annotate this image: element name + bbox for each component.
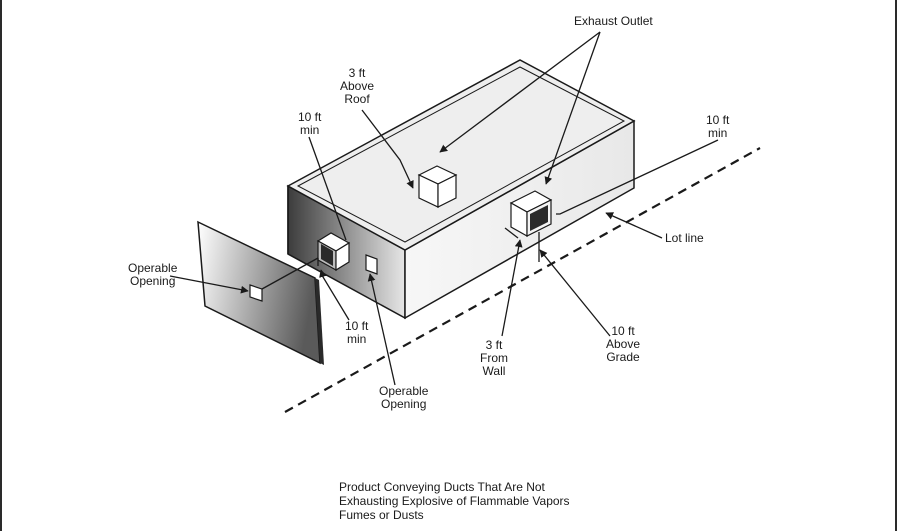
label-3ft-from-wall: 3 ft From Wall: [480, 338, 508, 378]
leader-lines: [169, 31, 719, 386]
left-border: [0, 0, 2, 531]
label-10ft-min-bottom: 10 ft min: [345, 319, 369, 346]
label-lot-line: Lot line: [665, 231, 704, 245]
dimension-10ft-min-panel: [261, 257, 319, 290]
panel-operable-opening: [249, 284, 263, 302]
building-roof: [286, 59, 636, 251]
roof-parapet: [296, 66, 626, 243]
diagram-caption: Product Conveying Ducts That Are Not Exh…: [339, 480, 570, 522]
right-border: [895, 0, 897, 531]
label-operable-opening-bottom: Operable Opening: [379, 384, 429, 411]
label-10ft-above-grade: 10 ft Above Grade: [606, 324, 641, 364]
label-3ft-above-roof: 3 ft Above Roof: [340, 66, 375, 106]
label-10ft-min-left-top: 10 ft min: [298, 110, 322, 137]
wall-exhaust-box: [509, 190, 553, 238]
label-operable-opening-left: Operable Opening: [128, 261, 178, 288]
label-exhaust-outlet: Exhaust Outlet: [574, 14, 653, 28]
lot-line: [284, 147, 761, 413]
adjacent-wall-panel: [197, 220, 324, 365]
side-operable-opening: [365, 254, 378, 275]
roof-exhaust-box: [417, 165, 458, 208]
label-10ft-min-right-top: 10 ft min: [706, 113, 730, 140]
side-exhaust-box: [316, 232, 351, 272]
